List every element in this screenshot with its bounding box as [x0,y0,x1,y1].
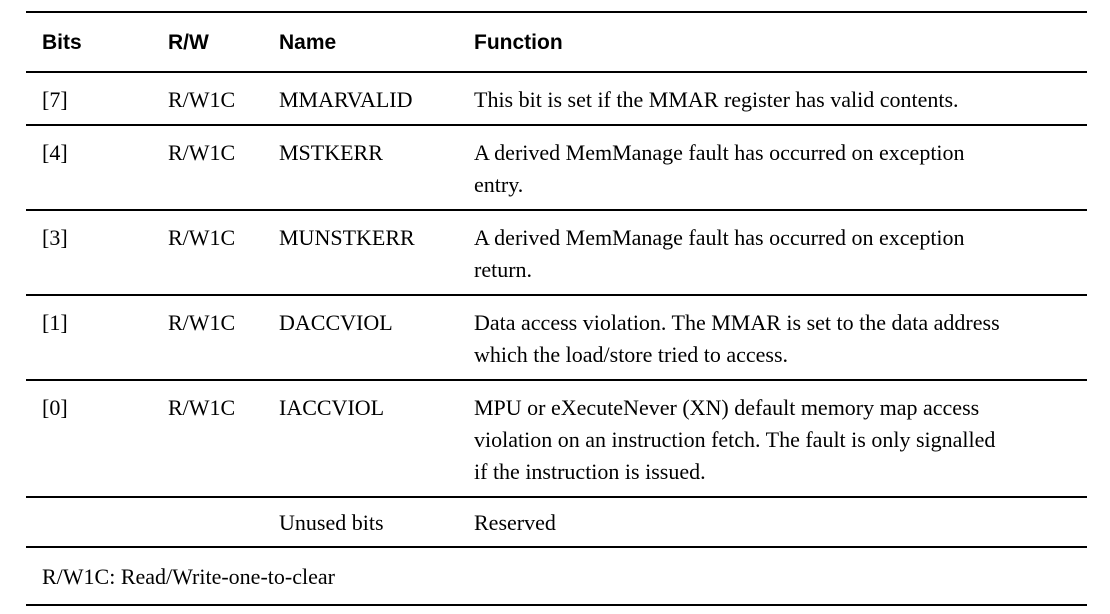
cell-function: Data access violation. The MMAR is set t… [474,310,1000,367]
cell-rw: R/W1C [168,87,236,112]
table-row: [7] R/W1C MMARVALID This bit is set if t… [26,72,1087,125]
cell-bits: [4] [42,140,68,165]
column-header-name: Name [279,31,337,54]
cell-rw: R/W1C [168,225,236,250]
cell-function: A derived MemManage fault has occurred o… [474,225,965,282]
cell-rw [168,497,279,547]
cell-bits: [0] [42,395,68,420]
table-row: [1] R/W1C DACCVIOL Data access violation… [26,295,1087,380]
cell-rw: R/W1C [168,395,236,420]
cell-function: Reserved [474,510,556,535]
register-bits-table: Bits R/W Name Function [7] R/W1C MMARVAL… [26,11,1087,606]
cell-name: MUNSTKERR [279,225,415,250]
cell-bits [26,497,168,547]
cell-rw: R/W1C [168,140,236,165]
cell-function: MPU or eXecuteNever (XN) default memory … [474,395,996,484]
footnote-text: R/W1C: Read/Write-one-to-clear [42,564,335,589]
cell-rw: R/W1C [168,310,236,335]
table-body: [7] R/W1C MMARVALID This bit is set if t… [26,72,1087,547]
table-row: Unused bits Reserved [26,497,1087,547]
cell-name: DACCVIOL [279,310,393,335]
cell-name: MSTKERR [279,140,383,165]
table-row: [4] R/W1C MSTKERR A derived MemManage fa… [26,125,1087,210]
cell-function: This bit is set if the MMAR register has… [474,87,959,112]
table-row: [0] R/W1C IACCVIOL MPU or eXecuteNever (… [26,380,1087,497]
column-header-bits: Bits [42,31,82,54]
cell-bits: [3] [42,225,68,250]
cell-bits: [1] [42,310,68,335]
cell-name: IACCVIOL [279,395,385,420]
header-row: Bits R/W Name Function [26,12,1087,72]
cell-bits: [7] [42,87,68,112]
footnote-row: R/W1C: Read/Write-one-to-clear [26,547,1087,605]
column-header-function: Function [474,31,563,54]
cell-name: Unused bits [279,510,384,535]
cell-name: MMARVALID [279,87,413,112]
cell-function: A derived MemManage fault has occurred o… [474,140,965,197]
table-row: [3] R/W1C MUNSTKERR A derived MemManage … [26,210,1087,295]
column-header-rw: R/W [168,31,209,54]
